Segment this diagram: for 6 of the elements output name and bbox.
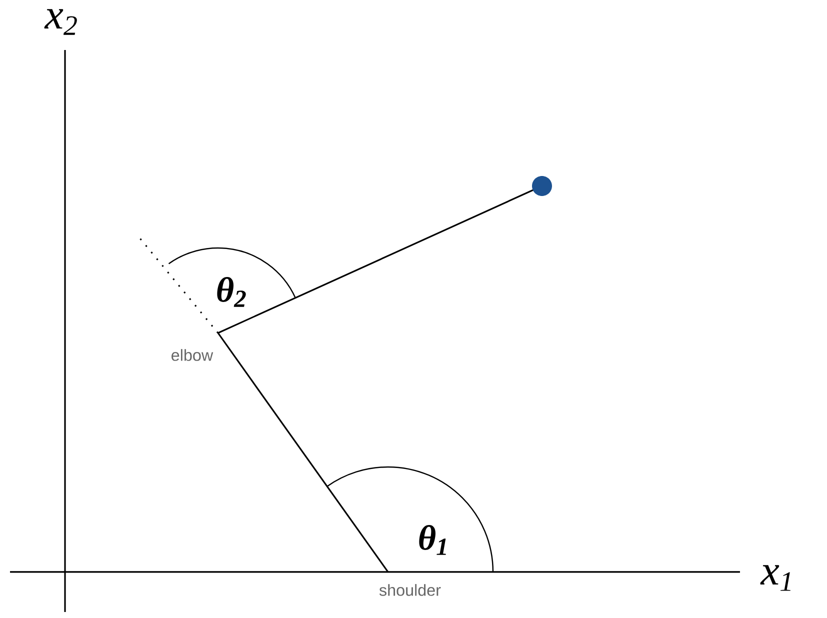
- joint-label: elbow: [172, 349, 214, 361]
- axis-label: x$_{2}$: [44, 9, 77, 35]
- joint-label: shoulder: [379, 584, 441, 596]
- angle-label: θ$_{1}$: [419, 525, 446, 555]
- angle-label: θ$_{2}$: [217, 277, 246, 307]
- axis-label: x$_{1}$: [760, 565, 790, 591]
